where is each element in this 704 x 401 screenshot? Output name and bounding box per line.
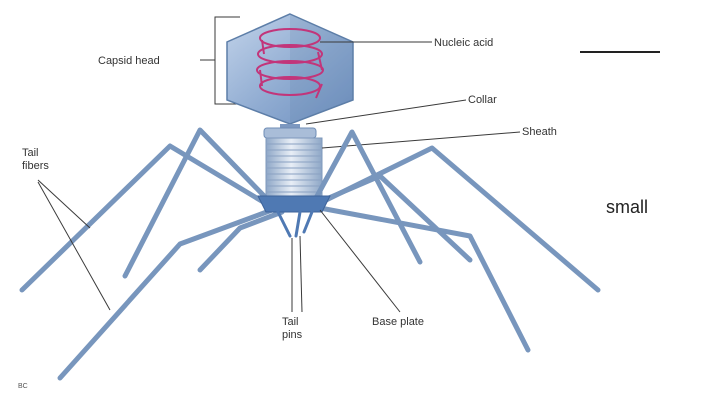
tail-pins-leader-line-2 (300, 236, 302, 312)
label-nucleic-acid: Nucleic acid (434, 37, 493, 49)
base-plate-leader-line (320, 210, 400, 312)
corner-mark: BC (18, 383, 28, 390)
tail-sheath (266, 138, 322, 196)
collar-ring (264, 128, 316, 138)
tail-fibers-leader-line-1 (38, 180, 90, 228)
label-small: small (606, 197, 648, 217)
label-tail-pins-2: pins (282, 329, 303, 341)
label-sheath: Sheath (522, 126, 557, 138)
tail-pins (278, 212, 312, 236)
label-collar: Collar (468, 94, 497, 106)
label-tail-fibers-2: fibers (22, 160, 49, 172)
label-capsid-head: Capsid head (98, 55, 160, 67)
label-tail-fibers-1: Tail (22, 147, 39, 159)
base-plate (258, 196, 330, 212)
label-tail-pins-1: Tail (282, 316, 299, 328)
label-base-plate: Base plate (372, 316, 424, 328)
tail-fibers-leader-line-2 (38, 182, 110, 310)
